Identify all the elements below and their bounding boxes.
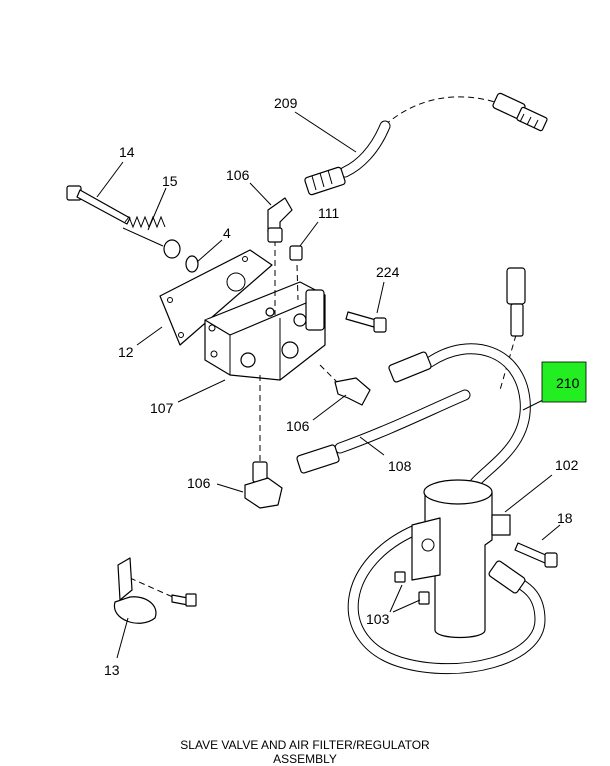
callout-18[interactable]: 18	[557, 510, 573, 526]
caption-subtitle: ASSEMBLY	[273, 752, 337, 766]
filter-regulator-102[interactable]	[411, 479, 511, 639]
hose-209[interactable]	[304, 92, 548, 196]
elbow-106-low[interactable]	[244, 461, 283, 509]
valve-107[interactable]	[204, 281, 326, 381]
bolt-18[interactable]	[514, 542, 558, 568]
callout-12[interactable]: 12	[118, 344, 134, 360]
callout-108[interactable]: 108	[388, 458, 412, 474]
callout-labels: 209 14 15 106 111 4 224 12 107 106 108 1…	[104, 95, 579, 678]
callout-103[interactable]: 103	[366, 611, 390, 627]
callout-209[interactable]: 209	[274, 95, 298, 111]
elbow-106-top[interactable]	[267, 197, 293, 243]
callout-15[interactable]: 15	[162, 173, 178, 189]
hose-108[interactable]	[296, 389, 471, 474]
callout-107[interactable]: 107	[150, 400, 174, 416]
fittings-103[interactable]	[394, 571, 430, 605]
plug-111[interactable]	[289, 245, 303, 261]
callout-106-low[interactable]: 106	[187, 475, 211, 491]
caption-title: SLAVE VALVE AND AIR FILTER/REGULATOR	[180, 738, 430, 752]
callout-13[interactable]: 13	[104, 662, 120, 678]
gasket-12[interactable]	[159, 249, 273, 346]
bolt-224[interactable]	[345, 311, 387, 333]
callout-224[interactable]: 224	[376, 264, 400, 280]
nut-4[interactable]	[163, 239, 199, 273]
callout-210: 210	[556, 375, 580, 391]
callout-106-mid[interactable]: 106	[286, 418, 310, 434]
callout-4[interactable]: 4	[223, 225, 231, 241]
spring-15[interactable]	[122, 215, 166, 247]
callout-14[interactable]: 14	[119, 144, 135, 160]
callout-102[interactable]: 102	[555, 457, 579, 473]
callout-210-highlight[interactable]: 210	[541, 361, 587, 403]
callout-111[interactable]: 111	[318, 205, 339, 221]
bolt-14[interactable]	[66, 185, 131, 225]
hose-210[interactable]	[347, 267, 546, 675]
elbow-106-mid[interactable]	[334, 377, 371, 406]
callout-106-top[interactable]: 106	[226, 167, 250, 183]
leader-lines	[96, 111, 561, 659]
clamp-13[interactable]	[113, 557, 197, 624]
